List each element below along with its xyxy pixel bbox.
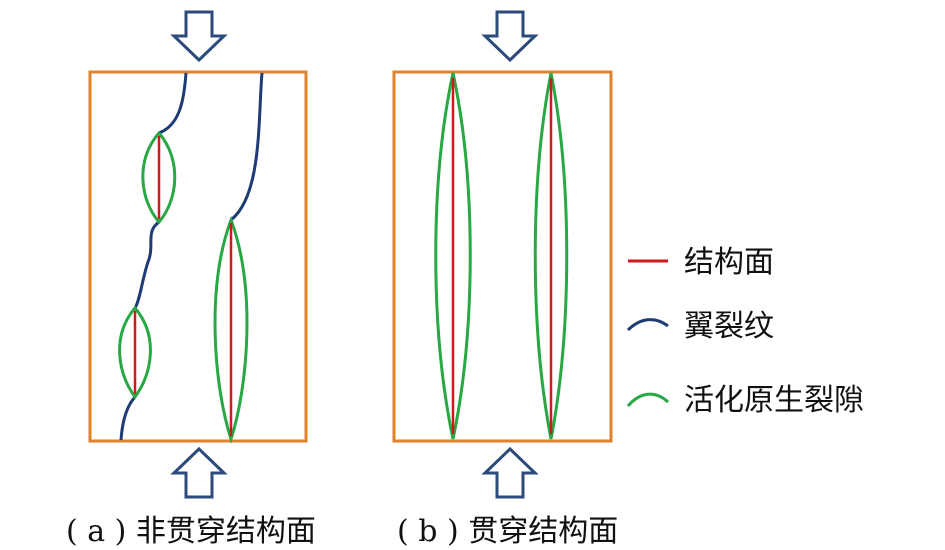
up-arrow-icon [170, 446, 228, 499]
activated-fissure [434, 72, 472, 440]
legend-label: 结构面 [684, 245, 774, 280]
legend-swatch-blue-curve [626, 318, 669, 332]
down-arrow-icon [481, 10, 539, 63]
wing-crack [133, 220, 160, 309]
activated-fissure [213, 215, 249, 444]
activated-fissure [141, 130, 177, 225]
activated-fissure [118, 305, 152, 400]
panel-b: ( b ) 贯穿结构面 [392, 10, 618, 549]
activated-fissure [533, 72, 569, 440]
legend-item-structural-plane: 结构面 [628, 245, 774, 280]
caption-a: ( a ) 非贯穿结构面 [66, 514, 316, 549]
legend-label: 活化原生裂隙 [684, 383, 864, 418]
wing-crack [230, 72, 264, 222]
legend-item-wing-crack: 翼裂纹 [626, 309, 774, 344]
caption-b: ( b ) 贯穿结构面 [397, 514, 618, 549]
legend-label: 翼裂纹 [684, 309, 774, 344]
wing-crack [119, 395, 137, 441]
legend-item-activated-fissure: 活化原生裂隙 [626, 383, 864, 418]
legend-swatch-green-curve [626, 392, 670, 408]
legend: 结构面 翼裂纹 活化原生裂隙 [626, 245, 864, 418]
specimen-frame-a [88, 70, 308, 443]
specimen-frame-b [392, 70, 613, 443]
panel-a: ( a ) 非贯穿结构面 [66, 10, 316, 549]
up-arrow-icon [481, 446, 539, 499]
down-arrow-icon [170, 10, 228, 63]
wing-crack [158, 72, 188, 135]
